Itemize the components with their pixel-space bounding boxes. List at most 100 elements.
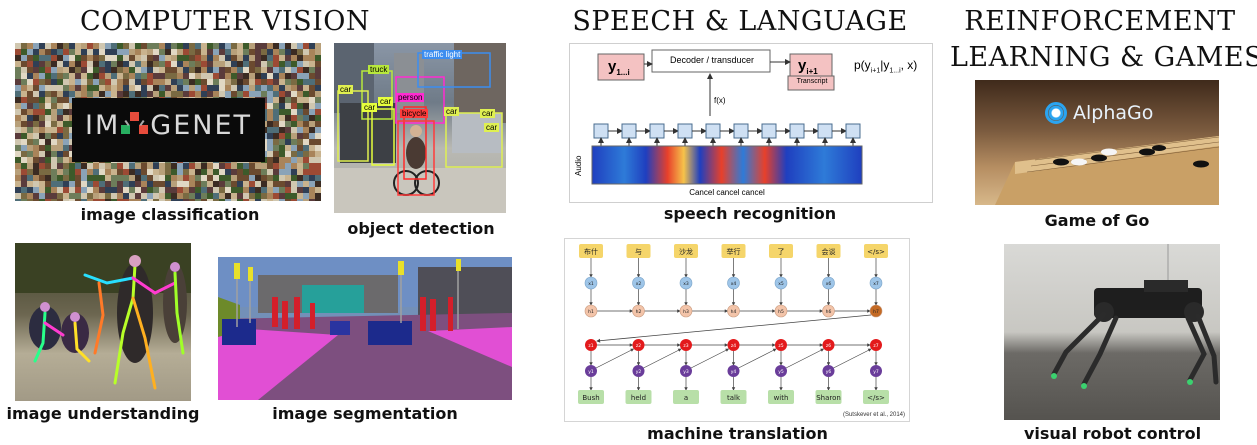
- mosaic-tile: [303, 163, 309, 169]
- det-label-car-2: car: [362, 103, 378, 112]
- mosaic-tile: [75, 169, 81, 175]
- mosaic-tile: [99, 199, 105, 201]
- mosaic-tile: [285, 115, 291, 121]
- mt-y-label: y7: [873, 369, 879, 375]
- det-label-person: person: [396, 93, 425, 102]
- mosaic-tile: [87, 169, 93, 175]
- mosaic-tile: [213, 55, 219, 61]
- mosaic-tile: [69, 55, 75, 61]
- mt-source-token: 与: [635, 248, 642, 256]
- mosaic-tile: [183, 91, 189, 97]
- mosaic-tile: [171, 181, 177, 187]
- mosaic-tile: [33, 55, 39, 61]
- mosaic-tile: [267, 193, 273, 199]
- mosaic-tile: [189, 199, 195, 201]
- mosaic-tile: [213, 49, 219, 55]
- mosaic-tile: [237, 49, 243, 55]
- mosaic-tile: [51, 181, 57, 187]
- mosaic-tile: [33, 145, 39, 151]
- mosaic-tile: [285, 85, 291, 91]
- mosaic-tile: [249, 55, 255, 61]
- mosaic-tile: [237, 169, 243, 175]
- encoder-box: [761, 123, 777, 139]
- mosaic-tile: [249, 61, 255, 67]
- mosaic-tile: [57, 139, 63, 145]
- mosaic-tile: [195, 187, 201, 193]
- mosaic-tile: [291, 175, 297, 181]
- mosaic-tile: [129, 169, 135, 175]
- mosaic-tile: [225, 67, 231, 73]
- mosaic-tile: [117, 193, 123, 199]
- mosaic-tile: [81, 169, 87, 175]
- mosaic-tile: [267, 73, 273, 79]
- mosaic-tile: [297, 85, 303, 91]
- mt-h-label: h6: [826, 309, 832, 315]
- mosaic-tile: [45, 193, 51, 199]
- mosaic-tile: [207, 193, 213, 199]
- mosaic-tile: [189, 163, 195, 169]
- mt-h-label: h2: [636, 309, 642, 315]
- mosaic-tile: [87, 79, 93, 85]
- mosaic-tile: [105, 199, 111, 201]
- mosaic-tile: [159, 187, 165, 193]
- mosaic-tile: [105, 169, 111, 175]
- mosaic-tile: [177, 49, 183, 55]
- mosaic-tile: [135, 169, 141, 175]
- mosaic-tile: [27, 151, 33, 157]
- mosaic-tile: [231, 61, 237, 67]
- mosaic-tile: [255, 55, 261, 61]
- mt-y-node: [822, 365, 835, 377]
- mosaic-tile: [273, 67, 279, 73]
- speech-spectrogram-caption: Cancel cancel cancel: [689, 188, 765, 197]
- det-label-bicycle: bicycle: [400, 109, 429, 118]
- mosaic-tile: [135, 187, 141, 193]
- mosaic-tile: [297, 55, 303, 61]
- mosaic-tile: [21, 193, 27, 199]
- mosaic-tile: [75, 43, 81, 49]
- mosaic-tile: [21, 103, 27, 109]
- mosaic-tile: [285, 97, 291, 103]
- imagenet-logo: IM GENET: [72, 110, 265, 141]
- mosaic-tile: [291, 127, 297, 133]
- encoder-box: [649, 123, 665, 139]
- mosaic-tile: [39, 175, 45, 181]
- mosaic-tile: [315, 121, 321, 127]
- mosaic-tile: [189, 61, 195, 67]
- mosaic-tile: [135, 73, 141, 79]
- mosaic-tile: [219, 91, 225, 97]
- mosaic-tile: [297, 103, 303, 109]
- mosaic-tile: [105, 67, 111, 73]
- mt-target-token-box: [720, 390, 747, 404]
- mosaic-tile: [57, 187, 63, 193]
- mosaic-tile: [201, 67, 207, 73]
- mosaic-tile: [27, 109, 33, 115]
- mosaic-tile: [315, 91, 321, 97]
- mosaic-tile: [309, 187, 315, 193]
- mosaic-tile: [303, 103, 309, 109]
- mosaic-tile: [93, 193, 99, 199]
- mosaic-tile: [261, 61, 267, 67]
- mt-x-node: [632, 276, 645, 290]
- mt-source-token-box: [626, 244, 651, 258]
- mosaic-tile: [123, 199, 129, 201]
- mosaic-tile: [207, 79, 213, 85]
- mosaic-tile: [105, 49, 111, 55]
- mosaic-tile: [69, 67, 75, 73]
- mosaic-tile: [51, 175, 57, 181]
- mt-z-label: z2: [636, 343, 641, 349]
- mosaic-tile: [63, 133, 69, 139]
- mosaic-tile: [189, 91, 195, 97]
- alphago-brand-text: AlphaGo: [1073, 102, 1154, 124]
- mosaic-tile: [219, 181, 225, 187]
- mt-x-label: x1: [588, 281, 594, 287]
- mosaic-tile: [135, 163, 141, 169]
- mosaic-tile: [75, 61, 81, 67]
- mosaic-tile: [231, 199, 237, 201]
- mosaic-tile: [99, 61, 105, 67]
- mosaic-tile: [117, 73, 123, 79]
- mosaic-tile: [87, 187, 93, 193]
- mosaic-tile: [123, 67, 129, 73]
- mosaic-tile: [153, 55, 159, 61]
- speech-transcript-label: Transcript: [796, 78, 828, 85]
- mosaic-tile: [21, 127, 27, 133]
